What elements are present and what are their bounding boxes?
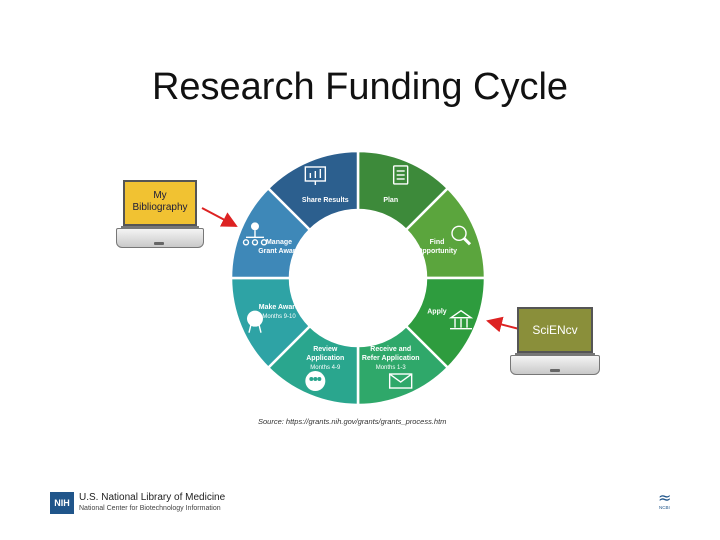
segment-label: Refer Application xyxy=(362,355,420,362)
sciencv-laptop[interactable]: SciENcv xyxy=(510,307,600,381)
segment-label: Manage xyxy=(266,239,292,246)
laptop-trackpad xyxy=(154,242,164,245)
ncbi-corner-logo[interactable]: ≈ NCBI xyxy=(657,488,673,512)
segment-wedge xyxy=(266,149,360,232)
laptop-keyboard-base xyxy=(116,228,204,248)
segment-label: Apply xyxy=(427,309,447,316)
ncbi-name: National Center for Biotechnology Inform… xyxy=(79,505,221,512)
segment-label: Review xyxy=(313,346,338,353)
segment-share-results: Share Results xyxy=(266,149,360,232)
org-chart-icon xyxy=(242,222,268,246)
segment-label: Grant Award xyxy=(258,248,300,255)
my-bibliography-label: My Bibliography xyxy=(132,190,188,213)
laptop-hinge xyxy=(121,226,199,228)
award-ribbon-icon xyxy=(246,310,263,333)
nih-badge: NIH xyxy=(50,492,74,514)
laptop-screen: My Bibliography xyxy=(123,180,197,226)
segment-label: Receive and xyxy=(370,346,411,353)
segment-label: Plan xyxy=(383,197,398,204)
ncbi-helix-icon: ≈ xyxy=(658,488,672,507)
envelope-icon xyxy=(388,373,413,389)
segment-label: Share Results xyxy=(302,197,349,204)
segment-months: Months 1-3 xyxy=(376,365,407,371)
source-note: Source: https://grants.nih.gov/grants/gr… xyxy=(258,417,447,426)
segment-label: Make Award xyxy=(259,304,299,311)
segment-label: Application xyxy=(306,355,344,362)
sciencv-label: SciENcv xyxy=(532,323,578,337)
laptop-screen: SciENcv xyxy=(517,307,593,353)
presentation-icon xyxy=(304,166,327,185)
laptop-trackpad xyxy=(550,369,560,372)
ncbi-caption: NCBI xyxy=(659,505,670,510)
plan-icon xyxy=(392,165,409,185)
building-icon xyxy=(448,309,474,330)
segment-label: Opportunity xyxy=(417,248,457,255)
segment-months: Months 4-9 xyxy=(310,365,341,371)
people-icon xyxy=(305,371,326,392)
my-bibliography-laptop[interactable]: My Bibliography xyxy=(116,180,204,256)
arrow-to-manage-grant xyxy=(201,207,238,227)
laptop-keyboard-base xyxy=(510,355,600,375)
magnifier-icon xyxy=(451,225,472,246)
laptop-hinge xyxy=(515,353,595,355)
slide-title: Research Funding Cycle xyxy=(151,66,569,108)
nlm-name: U.S. National Library of Medicine xyxy=(79,492,226,503)
segment-months: Months 9-10 xyxy=(262,314,296,320)
segment-label: Find xyxy=(430,239,445,246)
